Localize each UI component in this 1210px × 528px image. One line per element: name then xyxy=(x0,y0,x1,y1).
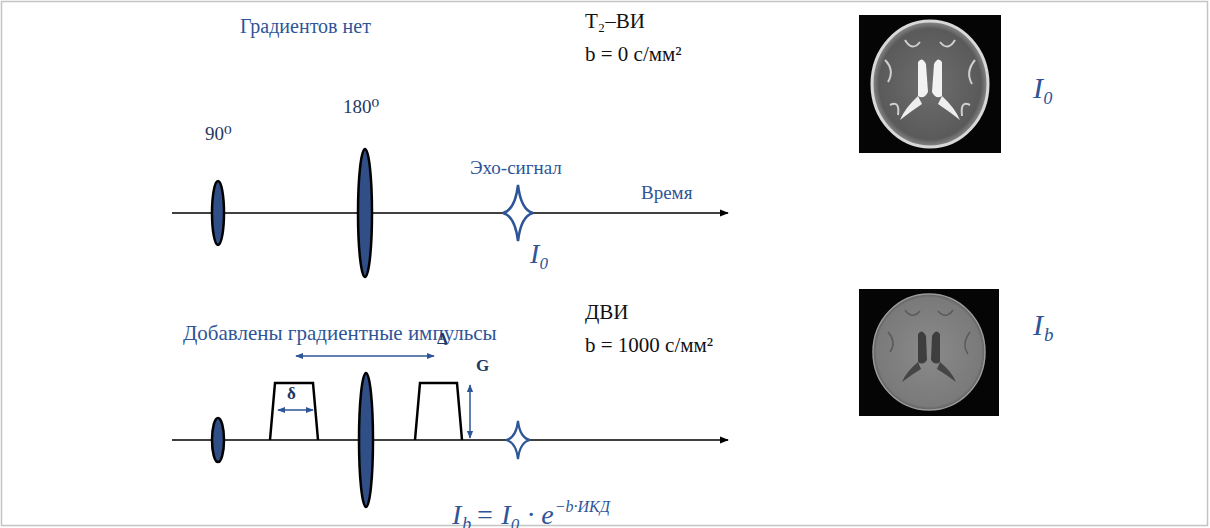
header-note: Градиентов нет xyxy=(240,14,371,38)
b-value: b = 1000 с/мм² xyxy=(585,333,713,358)
duration-arrow xyxy=(278,409,313,411)
b-value: b = 0 с/мм² xyxy=(585,42,682,67)
brain-outline xyxy=(872,21,988,147)
ventricle xyxy=(900,96,960,120)
formula: Ib = I₀ · e−b·ИКД xyxy=(452,497,610,528)
duration-symbol: δ xyxy=(287,384,296,404)
pulse-angle: 180⁰ xyxy=(343,96,379,119)
formula-exponent: −b·ИКД xyxy=(555,498,610,515)
image-label: I₀ xyxy=(1033,70,1053,106)
image-label: Ib xyxy=(1033,307,1058,346)
formula-part: I xyxy=(452,499,461,528)
ventricle xyxy=(918,59,928,97)
echo-signal xyxy=(503,185,533,241)
ventricle xyxy=(902,362,956,382)
ventricle xyxy=(932,59,942,97)
gradient-pulse xyxy=(415,383,462,440)
rf-pulse xyxy=(358,149,372,277)
brain-sulci xyxy=(885,40,975,116)
formula-subscript: b xyxy=(462,514,471,528)
brain-outline xyxy=(873,294,985,410)
echo-signal xyxy=(506,421,530,459)
sequence-name: ДВИ xyxy=(585,300,629,325)
interval-symbol: Δ xyxy=(437,329,448,349)
mri-image xyxy=(859,15,1001,153)
time-axis xyxy=(172,439,728,441)
rf-pulse xyxy=(359,373,373,507)
gradient-pulse xyxy=(270,383,318,440)
rf-pulse xyxy=(212,181,224,245)
signal-label: Эхо-сигнал xyxy=(470,157,562,180)
interval-arrow xyxy=(296,355,434,357)
amplitude-symbol: G xyxy=(476,356,489,376)
formula-part: = I₀ · e xyxy=(475,499,553,528)
time-axis xyxy=(172,212,728,214)
brain-sulci xyxy=(888,310,970,354)
axis-label: Время xyxy=(641,182,692,205)
header-note: Добавлены градиентные импульсы xyxy=(183,321,497,346)
mri-image xyxy=(859,289,999,416)
rf-pulse xyxy=(212,418,224,462)
image-label: I xyxy=(1033,308,1043,341)
pulse-angle: 90⁰ xyxy=(205,123,232,146)
amplitude-arrow xyxy=(469,385,471,438)
sequence-name: T₂–ВИ xyxy=(585,9,645,34)
signal-intensity: I₀ xyxy=(530,237,549,271)
image-label-subscript: b xyxy=(1044,324,1054,345)
ventricle xyxy=(918,331,940,363)
